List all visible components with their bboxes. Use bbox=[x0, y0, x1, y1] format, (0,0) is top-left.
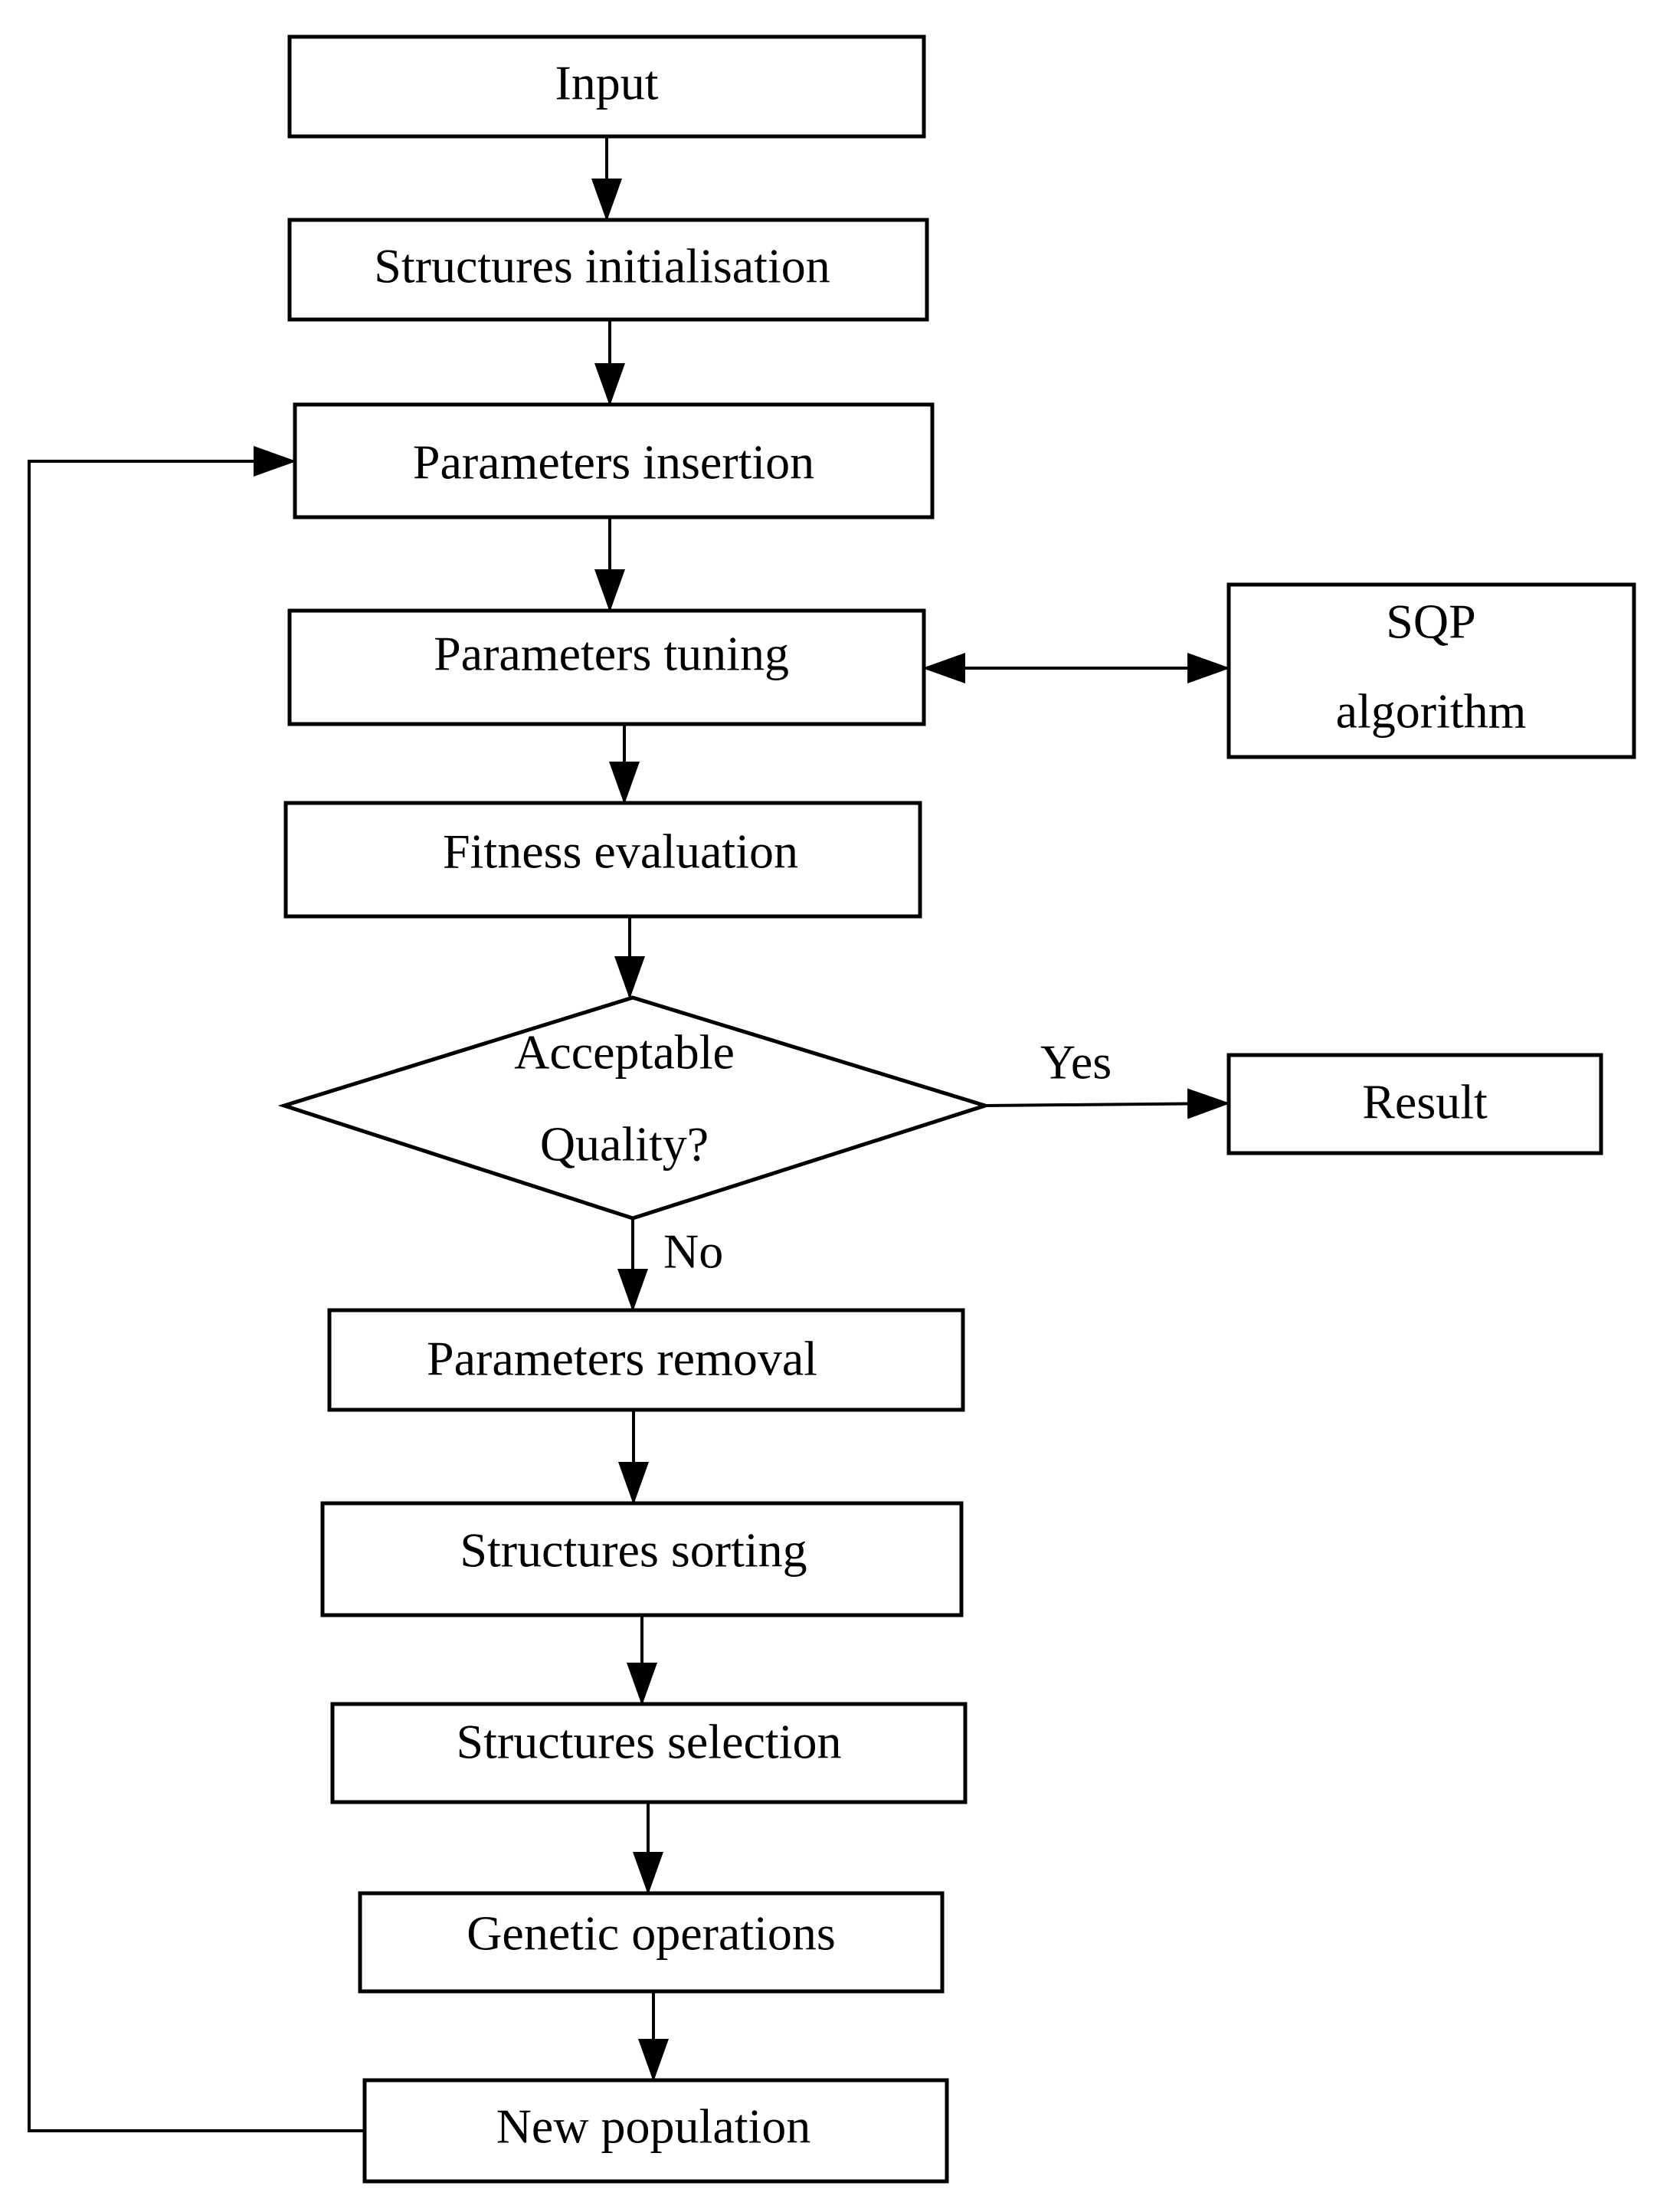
sqp-label-line2: algorithm bbox=[1336, 684, 1527, 739]
structures-sorting-label: Structures sorting bbox=[460, 1523, 807, 1578]
parameters-insertion-label: Parameters insertion bbox=[413, 435, 814, 490]
fitness-evaluation-node: Fitness evaluation bbox=[283, 801, 922, 919]
result-label: Result bbox=[1362, 1075, 1488, 1129]
genetic-operations-label: Genetic operations bbox=[467, 1906, 836, 1961]
parameters-tuning-node: Parameters tuning bbox=[287, 608, 926, 726]
yes-label: Yes bbox=[1040, 1035, 1112, 1090]
parameters-removal-node: Parameters removal bbox=[327, 1308, 965, 1412]
input-node: Input bbox=[287, 34, 926, 139]
new-population-node: New population bbox=[362, 2078, 949, 2184]
decision-label-line2: Quality? bbox=[540, 1117, 709, 1172]
sqp-label-line1: SQP bbox=[1386, 595, 1475, 649]
fitness-evaluation-label: Fitness evaluation bbox=[443, 824, 798, 879]
structures-sorting-node: Structures sorting bbox=[320, 1501, 964, 1617]
arrow-feedback-loop bbox=[28, 446, 365, 2132]
new-population-label: New population bbox=[496, 2099, 811, 2154]
acceptable-quality-decision: Acceptable Quality? bbox=[277, 995, 992, 1221]
parameters-removal-label: Parameters removal bbox=[427, 1332, 817, 1386]
structures-initialisation-label: Structures initialisation bbox=[374, 239, 830, 293]
parameters-tuning-label: Parameters tuning bbox=[434, 627, 789, 681]
decision-label-line1: Acceptable bbox=[514, 1025, 735, 1080]
structures-selection-node: Structures selection bbox=[330, 1702, 968, 1804]
input-label: Input bbox=[555, 56, 658, 110]
parameters-insertion-node: Parameters insertion bbox=[293, 402, 935, 519]
no-label: No bbox=[663, 1224, 723, 1279]
genetic-operations-node: Genetic operations bbox=[358, 1891, 945, 1994]
result-node: Result bbox=[1226, 1053, 1603, 1155]
arrow-decision-to-result bbox=[984, 1088, 1230, 1119]
structures-initialisation-node: Structures initialisation bbox=[287, 218, 929, 322]
sqp-algorithm-node: SQP algorithm bbox=[1226, 582, 1636, 759]
structures-selection-label: Structures selection bbox=[457, 1715, 842, 1769]
